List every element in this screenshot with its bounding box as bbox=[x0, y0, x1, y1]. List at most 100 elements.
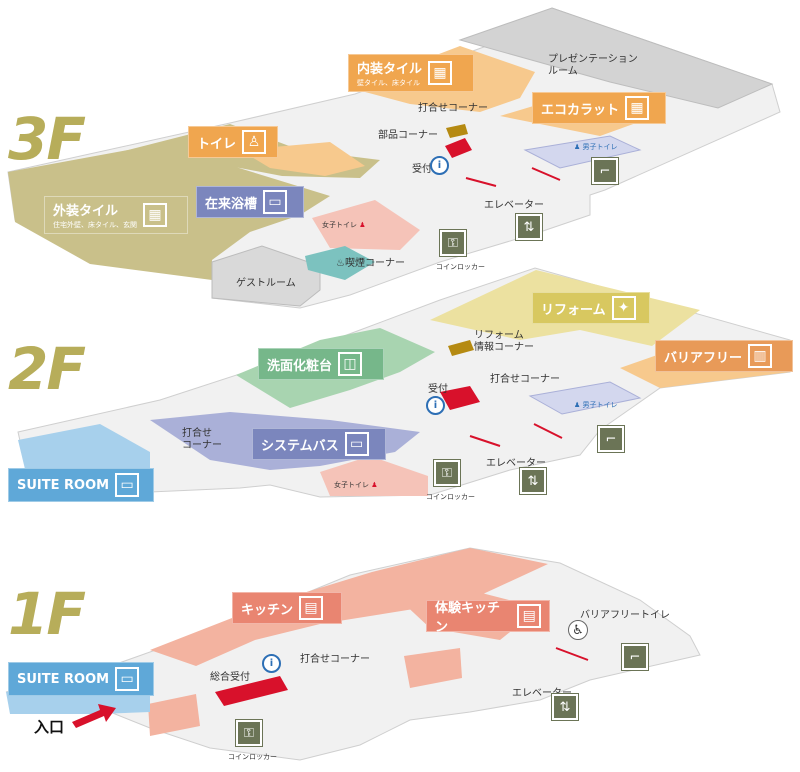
wheelchair-icon: ♿ bbox=[568, 620, 588, 640]
label-coin-locker-1f: コインロッカー bbox=[228, 753, 277, 761]
smoking-icon: ♨ bbox=[336, 258, 345, 269]
parts-counter-3f bbox=[446, 124, 468, 138]
tag-reform: リフォーム ✦ bbox=[532, 292, 650, 324]
floor-label-3f: 3F bbox=[8, 105, 86, 173]
grid-icon: ▦ bbox=[428, 61, 453, 85]
reception-counter-1f bbox=[215, 676, 288, 706]
tag-naiso-tile: 内装タイル 壁タイル、床タイル ▦ bbox=[348, 54, 474, 92]
grid-icon: ▦ bbox=[625, 96, 650, 120]
floor-2f-pink-toilet bbox=[320, 456, 428, 496]
floor-label-2f: 2F bbox=[8, 335, 86, 403]
stairs-icon: ⌐ bbox=[598, 426, 624, 452]
tag-suite-room-1f: SUITE ROOM ▭ bbox=[8, 662, 154, 696]
tag-gaiso-tile-label: 外装タイル bbox=[53, 204, 119, 219]
label-elevator-2f: エレベーター bbox=[486, 458, 546, 469]
sink-icon: ◫ bbox=[338, 352, 363, 376]
tag-gaiso-tile-sub: 住宅外壁、床タイル、玄関 bbox=[53, 221, 137, 229]
sparkle-icon: ✦ bbox=[611, 296, 636, 320]
tag-kitchen: キッチン ▤ bbox=[232, 592, 342, 624]
entrance-arrow bbox=[72, 704, 116, 728]
floor-1f-salmon-block-2 bbox=[148, 694, 200, 736]
barrier-free-icon: ▥ bbox=[748, 344, 773, 368]
label-presentation-room: プレゼンテーション ルーム bbox=[548, 54, 638, 77]
coin-locker-icon: ⚿ bbox=[440, 230, 466, 256]
tag-taiken-kitchen-label: 体験キッチン bbox=[435, 601, 501, 635]
floor-1f-salmon-area bbox=[150, 548, 548, 666]
floor-3f-teal-smoking bbox=[305, 246, 375, 280]
label-elevator-3f: エレベーター bbox=[484, 200, 544, 211]
bathtub-icon: ▭ bbox=[263, 190, 288, 214]
tag-suite-room-1f-label: SUITE ROOM bbox=[17, 671, 110, 687]
floor-3f-presentation-area bbox=[458, 7, 774, 109]
tag-system-bath-label: システムバス bbox=[261, 438, 339, 454]
floor-3f-guest-room bbox=[211, 245, 321, 307]
elevator-icon: ⇅ bbox=[552, 694, 578, 720]
label-coin-locker-3f: コインロッカー bbox=[436, 263, 485, 271]
label-entrance: 入口 bbox=[34, 718, 65, 736]
tag-taiken-kitchen: 体験キッチン ▤ bbox=[426, 600, 550, 635]
elevator-icon: ⇅ bbox=[520, 468, 546, 494]
label-womens-toilet-3f: 女子トイレ ♟ bbox=[322, 220, 366, 230]
bed-icon: ▭ bbox=[115, 667, 140, 691]
floor-1f-salmon-block bbox=[404, 648, 462, 688]
coin-locker-icon: ⚿ bbox=[434, 460, 460, 486]
kitchen-icon: ▤ bbox=[299, 596, 324, 620]
toilet-icon: ♙ bbox=[242, 130, 267, 154]
person-icon: ♟ bbox=[574, 143, 581, 151]
tag-gaiso-tile: 外装タイル 住宅外壁、床タイル、玄関 ▦ bbox=[44, 196, 188, 234]
tag-naiso-tile-label: 内装タイル bbox=[357, 62, 423, 77]
label-mens-toilet-2f: ♟ 男子トイレ bbox=[574, 400, 618, 410]
person-icon: ♟ bbox=[371, 481, 378, 489]
tag-eco-carat-label: エコカラット bbox=[541, 102, 620, 118]
tag-naiso-tile-sub: 壁タイル、床タイル bbox=[357, 79, 420, 87]
label-uchiawase-2f: 打合せコーナー bbox=[490, 374, 560, 385]
label-uchiawase-3f: 打合せコーナー bbox=[418, 103, 488, 114]
womens-toilet-3f-text: 女子トイレ bbox=[322, 221, 357, 229]
label-womens-toilet-2f: 女子トイレ ♟ bbox=[334, 480, 378, 490]
label-reform-info-corner: リフォーム 情報コーナー bbox=[474, 330, 534, 353]
tag-eco-carat: エコカラット ▦ bbox=[532, 92, 666, 124]
person-icon: ♟ bbox=[574, 401, 581, 409]
reception-counter-2f bbox=[440, 386, 480, 410]
reception-counter-3f bbox=[445, 138, 472, 158]
floor-2f-purple-toilet bbox=[528, 381, 642, 415]
tag-reform-label: リフォーム bbox=[541, 302, 606, 318]
label-buhin-corner: 部品コーナー bbox=[378, 130, 438, 141]
tag-suite-room-2f: SUITE ROOM ▭ bbox=[8, 468, 154, 502]
tag-kitchen-label: キッチン bbox=[241, 602, 294, 618]
person-icon: ♟ bbox=[359, 221, 366, 229]
grid-icon: ▦ bbox=[143, 203, 167, 227]
label-coin-locker-2f: コインロッカー bbox=[426, 493, 475, 501]
label-barrier-free-toilet: バリアフリートイレ bbox=[580, 610, 670, 621]
label-sogo-uketsuke: 総合受付 bbox=[210, 672, 250, 683]
tag-toilet-label: トイレ bbox=[197, 136, 237, 152]
stairs-icon: ⌐ bbox=[592, 158, 618, 184]
label-mens-toilet-3f: ♟ 男子トイレ bbox=[574, 142, 618, 152]
tag-zairai-yokuso: 在来浴槽 ▭ bbox=[196, 186, 304, 218]
label-uchiawase-1f: 打合せコーナー bbox=[300, 654, 370, 665]
movement-arrows bbox=[465, 167, 589, 661]
reform-counter-2f bbox=[448, 340, 474, 356]
mens-toilet-2f-text: 男子トイレ bbox=[582, 401, 618, 409]
tag-senmen-kesho-label: 洗面化粧台 bbox=[267, 358, 333, 374]
womens-toilet-2f-text: 女子トイレ bbox=[334, 481, 369, 489]
label-uchiawase-2f-left: 打合せ コーナー bbox=[182, 428, 222, 451]
label-kitsuen-corner: ♨喫煙コーナー bbox=[336, 254, 405, 269]
kitchen-icon: ▤ bbox=[517, 604, 541, 628]
label-elevator-1f: エレベーター bbox=[512, 688, 572, 699]
bathtub-icon: ▭ bbox=[344, 432, 369, 456]
information-icon: i bbox=[426, 396, 445, 415]
elevator-icon: ⇅ bbox=[516, 214, 542, 240]
tag-system-bath: システムバス ▭ bbox=[252, 428, 386, 460]
tag-senmen-kesho: 洗面化粧台 ◫ bbox=[258, 348, 384, 380]
label-uketsuke-3f: 受付 bbox=[412, 164, 432, 175]
label-uketsuke-2f: 受付 bbox=[428, 384, 448, 395]
tag-zairai-yokuso-label: 在来浴槽 bbox=[205, 196, 258, 212]
floor-3f-purple-toilet bbox=[523, 135, 642, 169]
stairs-icon: ⌐ bbox=[622, 644, 648, 670]
bed-icon: ▭ bbox=[115, 473, 140, 497]
label-guest-room: ゲストルーム bbox=[236, 278, 296, 289]
tag-toilet-3f: トイレ ♙ bbox=[188, 126, 278, 158]
